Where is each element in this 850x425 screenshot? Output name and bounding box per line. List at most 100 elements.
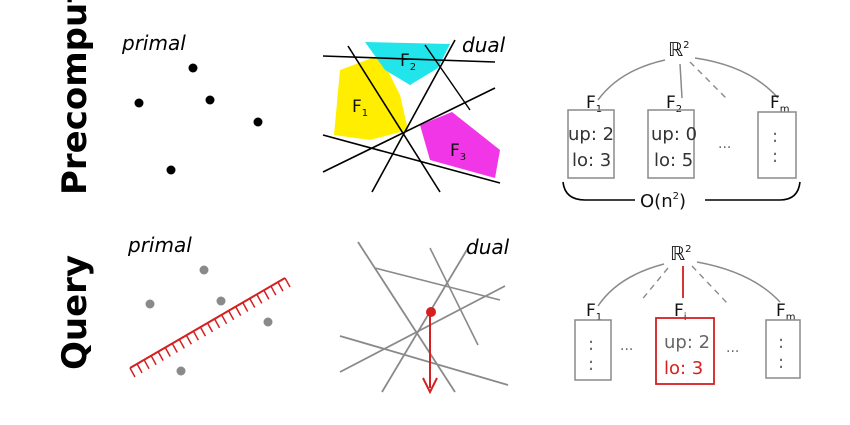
dual-line <box>322 134 501 184</box>
query-node-f1-label: F1 <box>586 301 602 323</box>
tree-node-fm-lo: : <box>772 146 778 167</box>
hatch-mark <box>164 347 171 357</box>
tree-edge-dashed <box>639 267 669 303</box>
primal-point <box>205 95 215 105</box>
tree-node-fm-label: Fm <box>770 93 790 115</box>
primal-point-grey <box>145 299 155 309</box>
query-node-f1-up: : <box>588 334 594 355</box>
tree-edge-dashed <box>691 265 729 305</box>
tree-root-label: ℝ2 <box>668 39 689 61</box>
precompute-primal-label: primal <box>121 31 186 55</box>
face-f2-region <box>365 42 450 85</box>
query-tree-panel: ℝ2 F1 : : ... Fi up: 2 lo: 3 ... Fm : : <box>574 243 801 385</box>
precompute-dual-panel: dual F1 F2 F3 <box>322 33 506 193</box>
hatch-mark <box>263 289 270 300</box>
query-halfplane-hatching <box>129 277 291 378</box>
hatch-mark <box>178 338 185 349</box>
query-node-fm-box <box>765 319 801 379</box>
query-primal-panel: primal <box>127 233 291 378</box>
hatch-mark <box>157 351 164 362</box>
dual-line-grey <box>357 241 456 393</box>
hatch-mark <box>270 285 277 296</box>
dual-line <box>371 39 456 193</box>
query-node-fm-lo: : <box>778 352 784 373</box>
tree-node-fm-up: : <box>772 126 778 147</box>
hatch-mark <box>227 310 235 321</box>
complexity-label: O(n2) <box>640 191 686 212</box>
primal-point <box>166 165 176 175</box>
tree-node-fm-box <box>757 111 797 179</box>
hatch-mark <box>199 326 207 337</box>
tree-node-f1-lo: lo: 3 <box>572 150 611 171</box>
dual-line <box>424 44 471 111</box>
hatch-mark <box>171 343 178 353</box>
query-node-fm-label: Fm <box>776 301 796 323</box>
face-f3-region <box>420 112 500 178</box>
tree-node-f2-lo: lo: 5 <box>654 150 693 171</box>
hatch-mark <box>220 314 228 325</box>
hatch-mark <box>129 367 136 378</box>
primal-point-grey <box>199 265 209 275</box>
query-dual-panel: dual <box>339 235 510 395</box>
hatch-mark <box>213 318 221 329</box>
query-point <box>426 307 436 317</box>
hatch-mark <box>206 322 214 333</box>
dual-line-grey <box>339 285 506 373</box>
primal-point-grey <box>263 317 273 327</box>
tree-edge <box>597 59 666 101</box>
dual-line <box>347 45 441 193</box>
query-node-f1-box <box>574 319 612 381</box>
query-node-fi-label: Fi <box>674 301 687 323</box>
hatch-mark <box>185 334 193 345</box>
primal-point-grey <box>176 366 186 376</box>
dual-line-grey <box>339 335 509 386</box>
tree-node-f2-label: F2 <box>666 93 682 115</box>
tree-node-f2-box <box>647 109 695 179</box>
dual-line-grey <box>429 247 479 346</box>
row-label-query: Query <box>55 255 95 370</box>
precompute-primal-panel: primal <box>121 31 263 175</box>
primal-point <box>188 63 198 73</box>
query-dual-label: dual <box>466 235 510 259</box>
dual-line <box>322 87 496 173</box>
query-ray-arrowhead <box>422 377 438 395</box>
query-node-fi-box <box>655 317 715 385</box>
precompute-tree-panel: ℝ2 F1 up: 2 lo: 3 F2 up: 0 lo: 5 ... Fm … <box>562 39 801 212</box>
tree-node-f1-label: F1 <box>586 93 602 115</box>
primal-point-grey <box>216 296 226 306</box>
tree-ellipsis: ... <box>718 136 731 152</box>
query-tree-root-label: ℝ2 <box>670 243 691 265</box>
hatch-mark <box>235 306 242 317</box>
face-f1-label: F1 <box>352 97 368 119</box>
hatch-mark <box>192 330 200 341</box>
tree-edge-grey <box>597 263 665 307</box>
face-f2-label: F2 <box>400 51 416 73</box>
dual-line-grey <box>381 247 469 393</box>
tree-edge-dashed <box>689 61 729 101</box>
query-node-fi-lo: lo: 3 <box>664 358 703 379</box>
hatch-mark <box>143 359 150 370</box>
row-label-precompute: Precompute <box>55 0 95 195</box>
face-f3-label: F3 <box>450 141 466 163</box>
hatch-mark <box>277 281 284 292</box>
hatch-mark <box>284 277 291 288</box>
complexity-brace <box>562 181 801 201</box>
hatch-mark <box>249 298 256 308</box>
tree-node-f1-up: up: 2 <box>568 124 614 145</box>
tree-edge <box>694 57 779 99</box>
query-node-fi-up: up: 2 <box>664 332 710 353</box>
query-primal-label: primal <box>127 233 192 257</box>
tree-edge <box>679 63 683 99</box>
query-tree-ellipsis: ... <box>620 338 633 354</box>
tree-edge-grey <box>696 261 781 303</box>
hatch-mark <box>256 293 263 304</box>
precompute-dual-label: dual <box>462 33 506 57</box>
face-f1-region <box>334 55 408 140</box>
query-node-f1-lo: : <box>588 354 594 375</box>
hatch-mark <box>150 355 157 366</box>
query-node-fm-up: : <box>778 332 784 353</box>
hatch-mark <box>242 302 249 312</box>
hatch-mark <box>136 363 143 374</box>
primal-point <box>134 98 144 108</box>
